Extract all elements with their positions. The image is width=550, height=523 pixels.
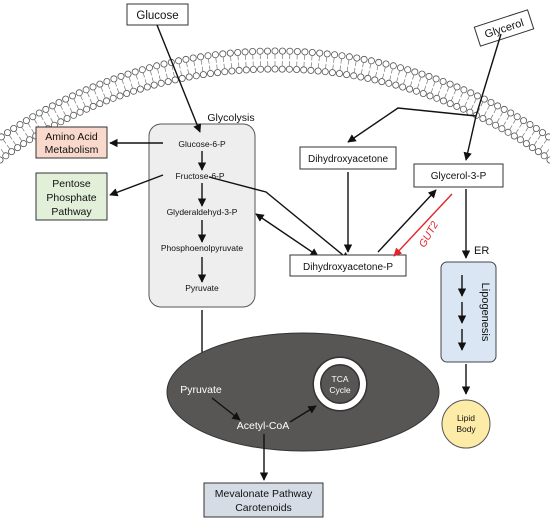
amino-acid-label-1: Amino Acid — [45, 131, 98, 143]
tca-label-2: Cycle — [329, 385, 351, 395]
tca-label-1: TCA — [332, 374, 349, 384]
phosphoenolpyruvate-label: Phosphoenolpyruvate — [161, 243, 244, 253]
glycerol-3-p-box — [413, 163, 504, 188]
lipid-body — [441, 399, 491, 449]
amino-acid-label-2: Metabolism — [45, 144, 99, 156]
arrow-gap-dhap — [255, 213, 319, 257]
arrow-to-dihydroxyacetone — [347, 107, 477, 143]
arrow-to-pentose — [109, 174, 164, 197]
glycolysis-label: Glycolysis — [207, 112, 254, 124]
mevalonate-label-1: Mevalonate Pathway — [215, 488, 313, 500]
pyruvate-mito-label: Pyruvate — [180, 384, 222, 396]
lipid-label-1: Lipid — [457, 413, 475, 423]
glycerol-box — [473, 9, 535, 47]
dihydroxyacetone-p-label: Dihydroxyacetone-P — [303, 262, 393, 273]
mitochondrion — [166, 332, 440, 452]
glucose-6-p-label: Glucose-6-P — [178, 139, 226, 149]
pentose-label-2: Phosphate — [46, 192, 96, 204]
pentose-label-3: Pathway — [51, 206, 92, 218]
pyruvate-cyto-label: Pyruvate — [185, 283, 219, 293]
dihydroxyacetone-label: Dihydroxyacetone — [308, 154, 388, 165]
arrow-glucose-in — [156, 24, 202, 133]
pentose-box — [35, 172, 108, 221]
mevalonate-label-2: Carotenoids — [235, 502, 292, 514]
lipid-label-2: Body — [456, 424, 476, 434]
mevalonate-box — [203, 482, 324, 518]
amino-acid-box — [35, 126, 108, 159]
tca-cycle — [312, 356, 368, 412]
gut2-label: GUT2 — [417, 219, 441, 249]
cell-membrane — [0, 47, 550, 164]
arrow-gut2 — [393, 193, 453, 257]
arrow-acetyl-tca — [289, 405, 317, 423]
dihydroxyacetone-box — [299, 146, 397, 170]
pentose-label-1: Pentose — [52, 178, 91, 190]
arrow-f6p-dhap — [208, 176, 350, 261]
arrow-pyr-acetyl — [211, 397, 241, 421]
glyderaldehyd-3-p-label: Glyderaldehyd-3-P — [167, 207, 238, 217]
dihydroxyacetone-p-box — [289, 254, 407, 277]
fructose-6-p-label: Fructose-6-P — [175, 171, 224, 181]
glucose-label: Glucose — [136, 10, 178, 22]
arrow-dhap-g3p — [377, 189, 437, 253]
glycolysis-box — [148, 123, 256, 308]
arrow-to-glycerol-3-p — [463, 115, 477, 161]
er-label: ER — [474, 245, 489, 257]
acetyl-coa-label: Acetyl-CoA — [237, 420, 290, 432]
glycerol-3-p-label: Glycerol-3-P — [431, 171, 487, 182]
er-box — [440, 261, 497, 363]
lipogenesis-label: Lipogenesis — [479, 283, 491, 342]
arrow-glycerol-branch — [475, 33, 502, 117]
